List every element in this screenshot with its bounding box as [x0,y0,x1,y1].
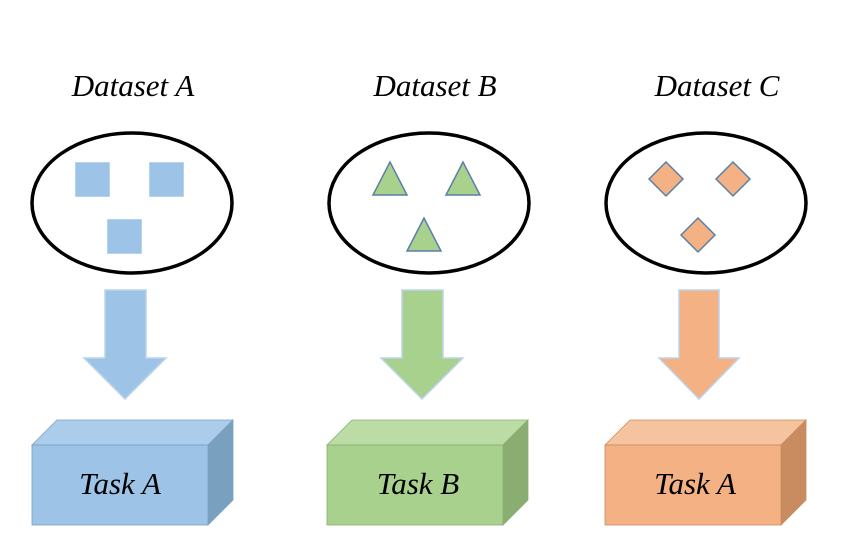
dataset-a-ellipse [30,131,234,275]
square-shape-2 [149,162,184,197]
dataset-a-title: Dataset A [71,68,196,103]
dataset-c-title: Dataset C [654,68,780,103]
diamond-shape-1 [647,160,685,198]
down-arrow-c [657,289,741,401]
task-b-label: Task B [377,466,459,501]
task-box-c-top [604,419,807,446]
column-b: Dataset B Task B [326,68,531,526]
down-arrow-b [379,289,465,401]
task-a-label: Task A [79,466,162,501]
column-c: Dataset C Task A [604,68,808,526]
dataset-b-title: Dataset B [372,68,496,103]
task-box-b-top [326,419,529,446]
triangle-shape-1 [371,160,409,196]
diamond-shape-3 [679,216,717,254]
task-box-a-front [31,444,209,526]
triangle-shape-2 [444,160,482,196]
square-shape-1 [75,162,110,197]
task-box-c-front [604,444,782,526]
task-box-b-front [326,444,504,526]
dataset-b-ellipse [327,131,531,275]
diamond-shape-2 [714,160,752,198]
dataset-c-ellipse [604,131,808,275]
task-c-label: Task A [654,466,737,501]
down-arrow-a [82,289,168,401]
triangle-shape-3 [405,216,443,252]
task-box-a-top [31,419,234,446]
column-a: Dataset A Task A [30,68,234,526]
square-shape-3 [107,219,142,254]
